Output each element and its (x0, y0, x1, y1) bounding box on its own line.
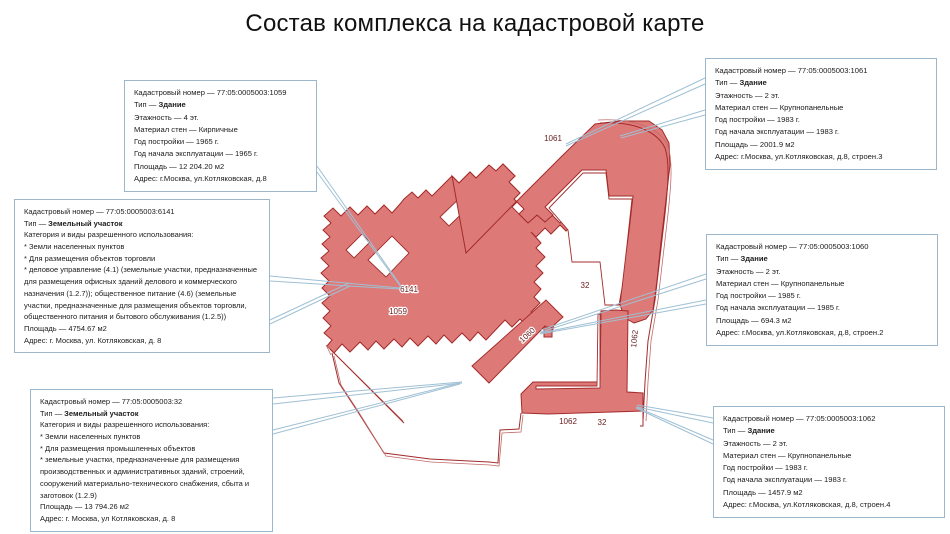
callout-32-line-1: * Земли населенных пунктов (40, 432, 141, 442)
callout-1062-line-5: Адрес: г.Москва, ул.Котляковская, д.8, с… (723, 500, 891, 510)
callout-6141-line-0: Категория и виды разрешенного использова… (24, 230, 194, 240)
callout-1059-cadastral: Кадастровый номер — 77:05:0005003:1059 (134, 88, 287, 97)
callout-1060[interactable]: Кадастровый номер — 77:05:0005003:1060 Т… (706, 234, 938, 347)
callout-32-line-5: Адрес: г. Москва, ул Котляковская, д. 8 (40, 513, 176, 523)
map-label-1059: 1059 (389, 307, 407, 316)
callout-1059-type-label: Тип — (134, 100, 159, 110)
callout-32-cadastral: Кадастровый номер — 77:05:0005003:32 (40, 397, 183, 406)
connector-1062 (635, 404, 714, 445)
callout-1061-cadastral: Кадастровый номер — 77:05:0005003:1061 (715, 66, 868, 75)
map-label-1062: 1062 (559, 417, 577, 426)
connector-1060 (539, 273, 707, 335)
connector-1061 (565, 77, 706, 147)
callout-1062-line-4: Площадь — 1457.9 м2 (723, 487, 803, 497)
map-label-32-parcel: 32 (581, 281, 590, 290)
callout-1062-type-value: Здание (747, 426, 775, 436)
map-label-1061: 1061 (544, 134, 562, 143)
callout-6141-cadastral: Кадастровый номер — 77:05:0005003:6141 (24, 207, 175, 216)
callout-1059-line-1: Материал стен — Кирпичные (134, 124, 238, 134)
callout-6141[interactable]: Кадастровый номер — 77:05:0005003:6141 Т… (14, 199, 270, 354)
callout-1061-line-1: Материал стен — Крупнопанельные (715, 102, 844, 112)
callout-6141-type-label: Тип — (24, 218, 49, 228)
callout-1062-line-0: Этажность — 2 эт. (723, 438, 788, 448)
callout-1060-cadastral: Кадастровый номер — 77:05:0005003:1060 (716, 242, 869, 251)
callout-6141-line-1: * Земли населенных пунктов (24, 242, 125, 252)
callout-1062-line-1: Материал стен — Крупнопанельные (723, 450, 852, 460)
callout-1059-type-value: Здание (158, 100, 186, 110)
callout-32-line-3: * земельные участки, предназначенные для… (40, 455, 250, 500)
connector-6141 (269, 275, 401, 325)
callout-32-type-label: Тип — (40, 408, 65, 418)
callout-1061-line-4: Площадь — 2001.9 м2 (715, 139, 795, 149)
callout-1059-line-4: Площадь — 12 204.20 м2 (134, 161, 225, 171)
callout-1062-cadastral: Кадастровый номер — 77:05:0005003:1062 (723, 414, 876, 423)
callout-32-type: Тип — Земельный участок (40, 408, 264, 420)
callout-1060-line-4: Площадь — 694.3 м2 (716, 315, 792, 325)
connector-32 (272, 381, 463, 435)
callout-1060-type-label: Тип — (716, 254, 741, 264)
callout-1061-line-2: Год постройки — 1983 г. (715, 115, 800, 125)
callout-6141-line-5: Адрес: г. Москва, ул. Котляковская, д. 8 (24, 335, 162, 345)
callout-1061-line-3: Год начала эксплуатации — 1983 г. (715, 127, 840, 137)
callout-1061-type-value: Здание (739, 78, 767, 88)
callout-1060-line-0: Этажность — 2 эт. (716, 266, 781, 276)
callout-1062[interactable]: Кадастровый номер — 77:05:0005003:1062 Т… (713, 406, 945, 519)
callout-1059-line-5: Адрес: г.Москва, ул.Котляковская, д.8 (134, 174, 267, 184)
callout-6141-type: Тип — Земельный участок (24, 218, 261, 230)
map-label-6141: 6141 (400, 285, 418, 294)
callout-1060-line-2: Год постройки — 1985 г. (716, 291, 801, 301)
callout-1062-type: Тип — Здание (723, 425, 936, 437)
callout-32-line-4: Площадь — 13 794.26 м2 (40, 502, 130, 512)
map-label-32-strip: 32 (598, 418, 607, 427)
callout-1060-type-value: Здание (740, 254, 768, 264)
callout-1062-line-2: Год постройки — 1983 г. (723, 463, 808, 473)
callout-1059-line-0: Этажность — 4 эт. (134, 112, 199, 122)
callout-1059-line-2: Год постройки — 1965 г. (134, 137, 219, 147)
callout-1060-line-1: Материал стен — Крупнопанельные (716, 278, 845, 288)
callout-32-line-2: * Для размещения промышленных объектов (40, 443, 196, 453)
callout-1060-type: Тип — Здание (716, 253, 929, 265)
callout-1061-line-5: Адрес: г.Москва, ул.Котляковская, д.8, с… (715, 152, 883, 162)
callout-1061-line-0: Этажность — 2 эт. (715, 90, 780, 100)
callout-32-line-0: Категория и виды разрешенного использова… (40, 420, 210, 430)
callout-1062-line-3: Год начала эксплуатации — 1983 г. (723, 475, 848, 485)
callout-1059[interactable]: Кадастровый номер — 77:05:0005003:1059 Т… (124, 80, 317, 193)
callout-1061-type: Тип — Здание (715, 77, 928, 89)
callout-1061-type-label: Тип — (715, 78, 740, 88)
connector-1059 (316, 165, 402, 288)
callout-1059-line-3: Год начала эксплуатации — 1965 г. (134, 149, 259, 159)
callout-1059-type: Тип — Здание (134, 99, 308, 111)
callout-32-type-value: Земельный участок (64, 408, 139, 418)
callout-1060-line-5: Адрес: г.Москва, ул.Котляковская, д.8, с… (716, 328, 884, 338)
map-label-1062-vertical: 1062 (629, 329, 640, 348)
callout-6141-line-2: * Для размещения объектов торговли (24, 253, 156, 263)
page-title: Состав комплекса на кадастровой карте (245, 10, 705, 37)
callout-6141-type-value: Земельный участок (48, 218, 123, 228)
callout-1062-type-label: Тип — (723, 426, 748, 436)
callout-6141-line-4: Площадь — 4754.67 м2 (24, 323, 107, 333)
callout-1061[interactable]: Кадастровый номер — 77:05:0005003:1061 Т… (705, 58, 937, 171)
callout-32[interactable]: Кадастровый номер — 77:05:0005003:32 Тип… (30, 389, 273, 532)
callout-6141-line-3: * деловое управление (4.1) (земельные уч… (24, 265, 258, 322)
callout-1060-line-3: Год начала эксплуатации — 1985 г. (716, 303, 841, 313)
